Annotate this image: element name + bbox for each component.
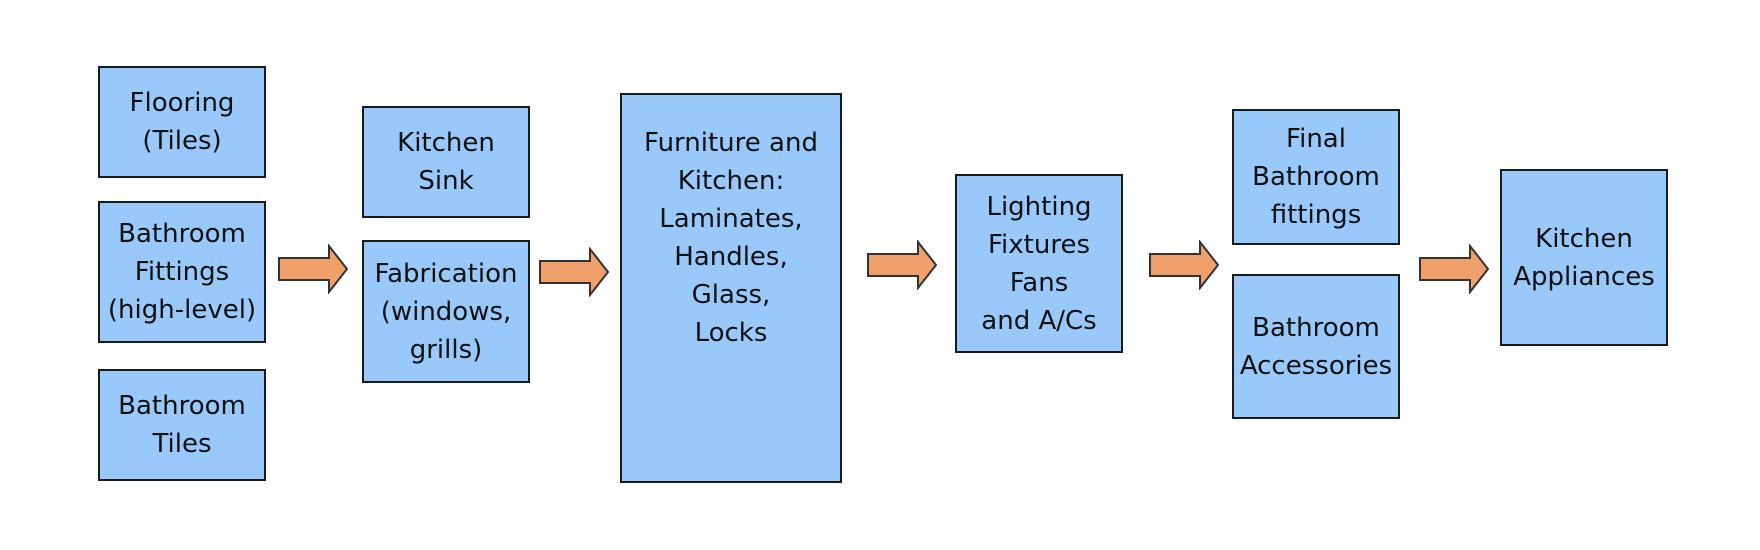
- box-label: Bathroom Fittings (high-level): [107, 219, 257, 325]
- box-furniture-and-kitchen: Furniture and Kitchen: Laminates, Handle…: [620, 93, 842, 483]
- box-bathroom-tiles: Bathroom Tiles: [98, 369, 266, 481]
- box-kitchen-sink: Kitchen Sink: [362, 106, 530, 218]
- box-label: Kitchen Appliances: [1513, 223, 1655, 292]
- flow-arrow: [538, 247, 610, 297]
- box-bathroom-fittings-high-level: Bathroom Fittings (high-level): [98, 201, 266, 343]
- box-label: Furniture and Kitchen: Laminates, Handle…: [644, 128, 818, 348]
- box-label: Lighting Fixtures Fans and A/Cs: [981, 191, 1097, 336]
- flow-arrow: [866, 240, 938, 290]
- flow-arrow: [1148, 240, 1220, 290]
- box-label: Bathroom Tiles: [118, 391, 246, 459]
- box-bathroom-accessories: Bathroom Accessories: [1232, 274, 1400, 419]
- box-label: Bathroom Accessories: [1239, 312, 1393, 381]
- box-flooring-tiles: Flooring (Tiles): [98, 66, 266, 178]
- box-label: Kitchen Sink: [397, 128, 495, 196]
- box-label: Fabrication (windows, grills): [374, 258, 518, 365]
- flow-arrow: [277, 244, 349, 294]
- box-lighting-fixtures-fans: Lighting Fixtures Fans and A/Cs: [955, 174, 1123, 353]
- flow-arrow: [1418, 244, 1490, 294]
- box-final-bathroom-fittings: Final Bathroom fittings: [1232, 109, 1400, 245]
- box-label: Final Bathroom fittings: [1252, 124, 1380, 230]
- box-fabrication: Fabrication (windows, grills): [362, 240, 530, 383]
- box-label: Flooring (Tiles): [129, 88, 235, 156]
- box-kitchen-appliances: Kitchen Appliances: [1500, 169, 1668, 346]
